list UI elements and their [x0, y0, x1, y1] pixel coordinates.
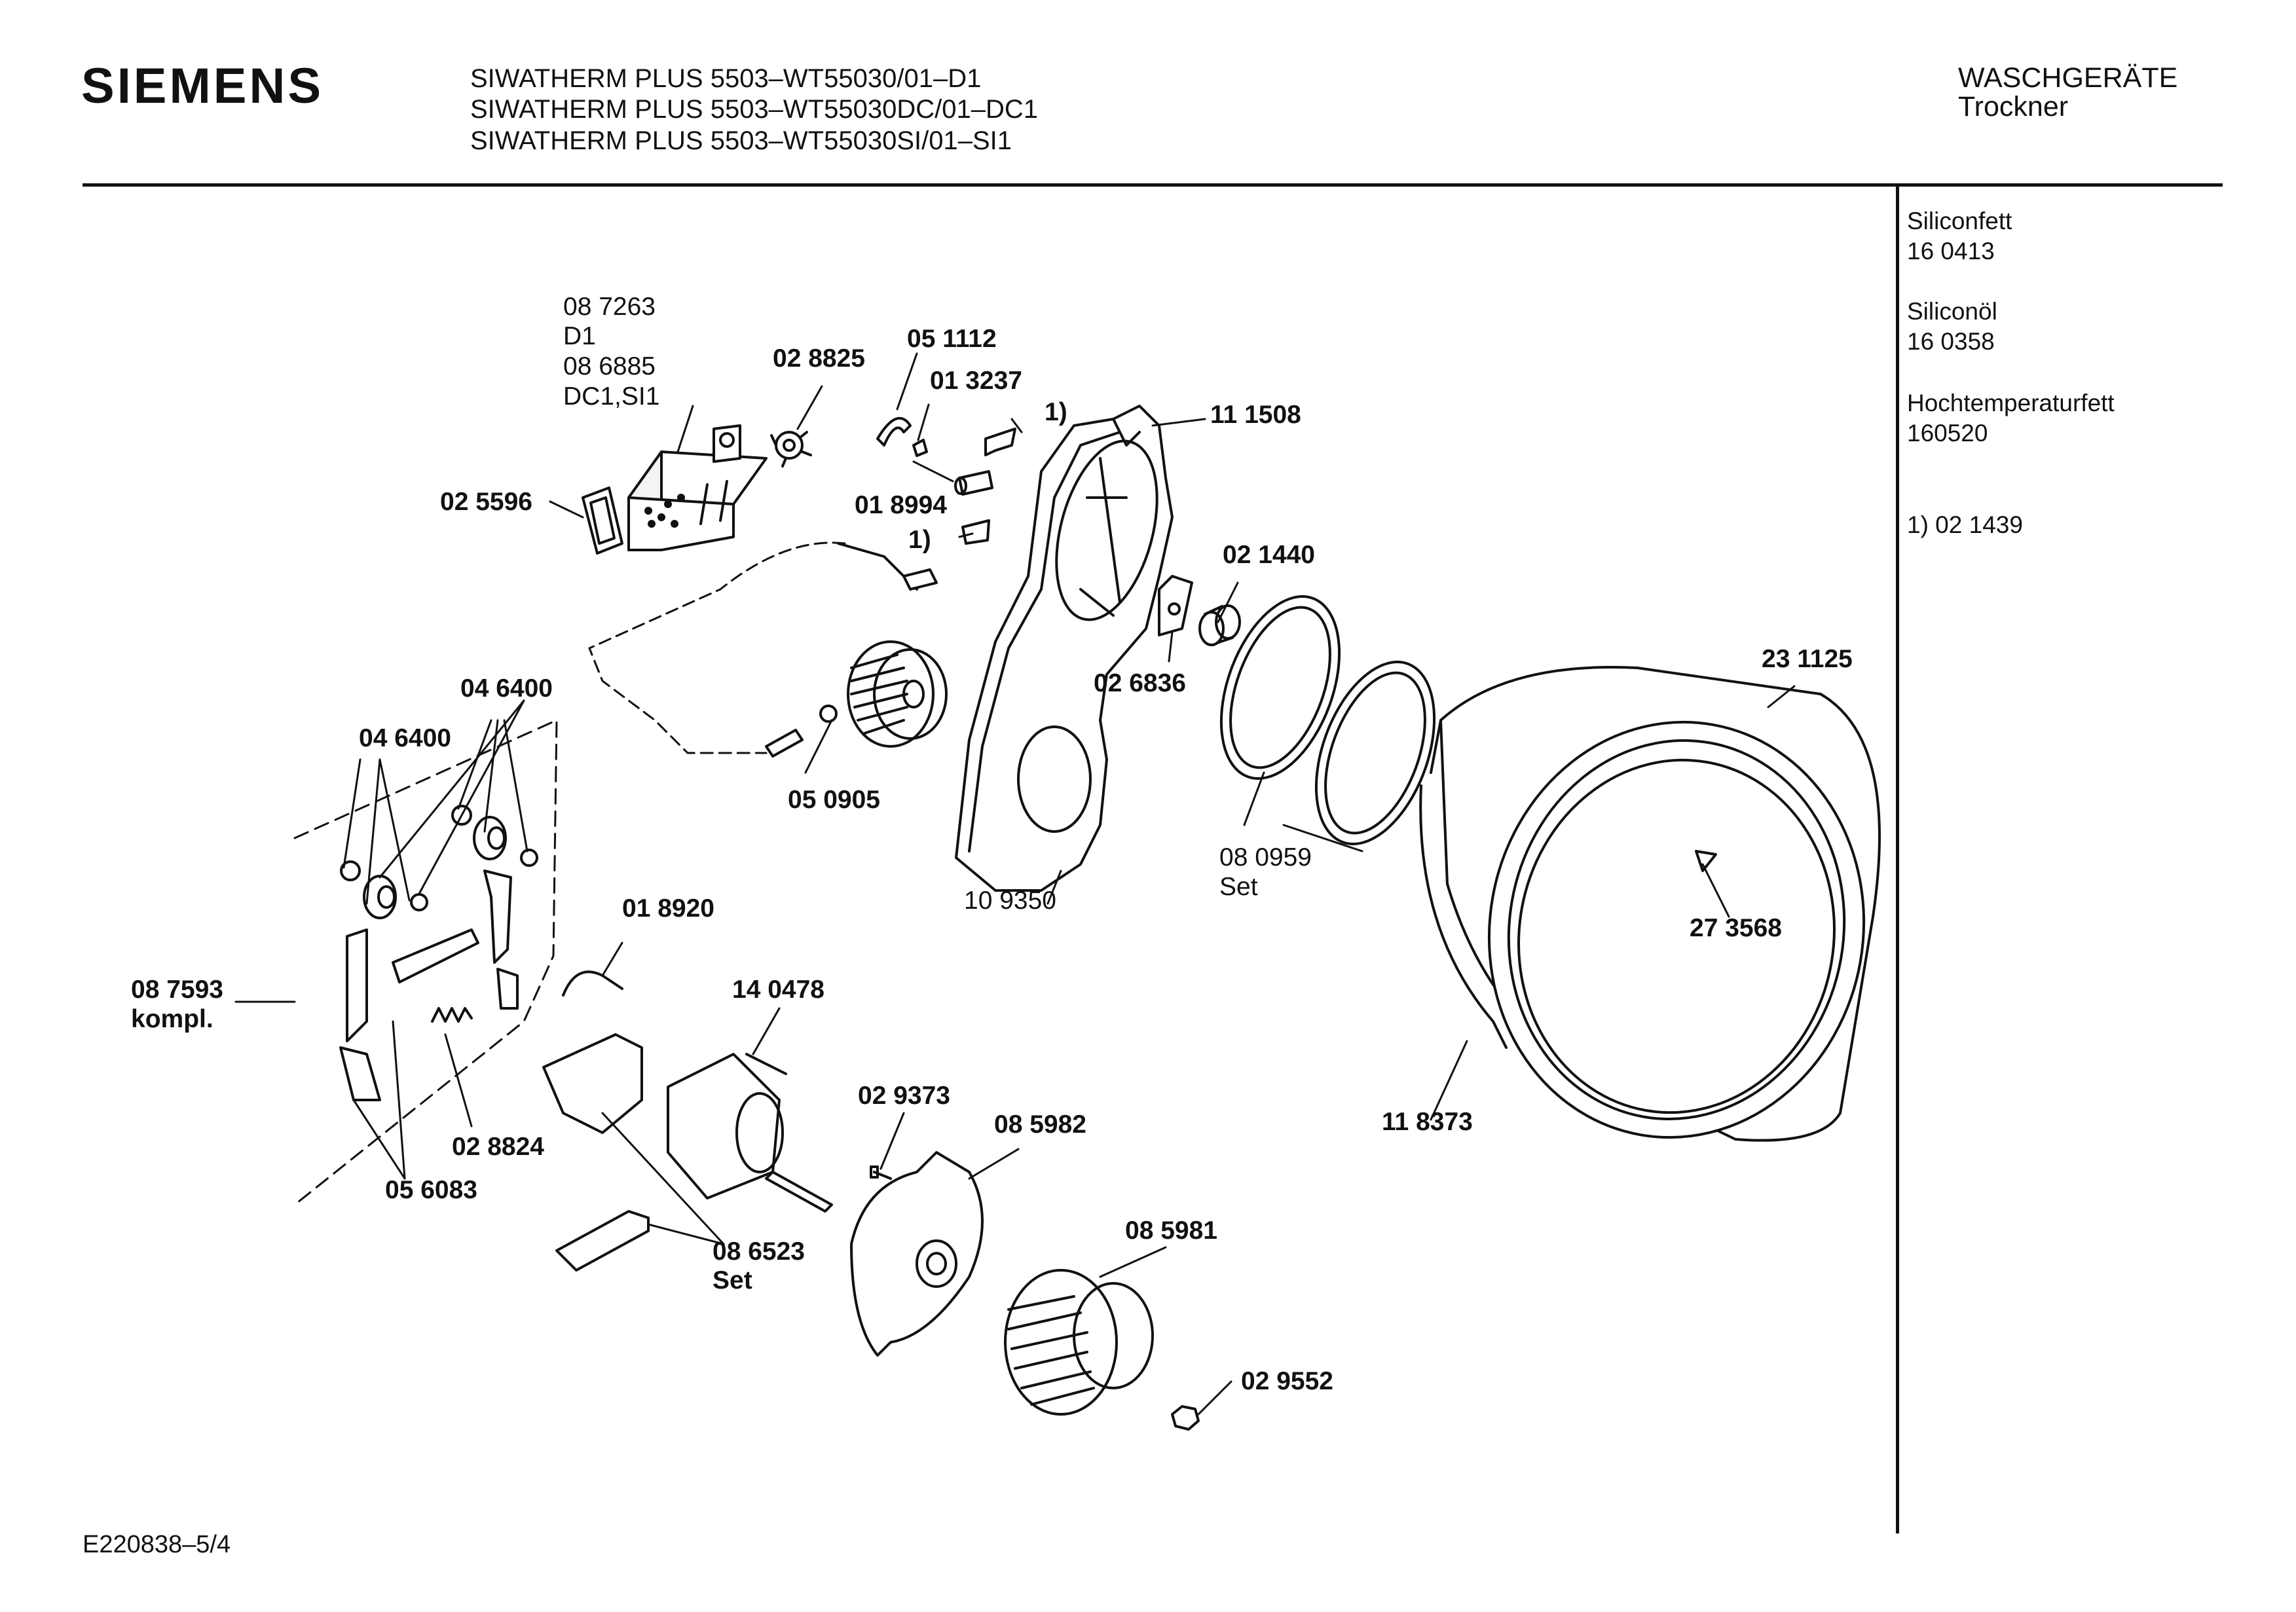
motor-bracket-part — [542, 1033, 643, 1134]
screw-part — [870, 1165, 892, 1180]
motor-part — [667, 1053, 833, 1213]
part-number: 05 1112 — [907, 325, 997, 353]
subcategory: Trockner — [1958, 91, 2069, 122]
part-number: 08 5981 — [1125, 1217, 1217, 1245]
fan-housing-part — [850, 1151, 984, 1357]
part-number: 08 5982 — [994, 1110, 1086, 1139]
blower-wheel-part — [1004, 1269, 1154, 1416]
lubricant-number: 16 0358 — [1907, 328, 1995, 355]
part-number: 08 6523 — [713, 1237, 805, 1266]
part-number: 02 9552 — [1241, 1367, 1333, 1395]
part-number: 27 3568 — [1690, 914, 1782, 942]
part-number: 08 7593 — [131, 976, 223, 1004]
lubricant-number: 160520 — [1907, 420, 1988, 447]
part-number: 02 1440 — [1223, 541, 1315, 569]
part-number: 02 8825 — [773, 344, 865, 373]
part-number: 05 0905 — [788, 786, 880, 814]
part-number: 02 5596 — [440, 488, 532, 516]
roller-part — [1198, 604, 1241, 646]
part-number: 04 6400 — [460, 674, 553, 703]
set-label: kompl. — [131, 1005, 213, 1033]
drum-part — [1419, 666, 1881, 1142]
lubricant-number: 16 0413 — [1907, 238, 1995, 265]
variant-label: DC1,SI1 — [563, 382, 660, 411]
sidebar-rule — [1896, 185, 1899, 1533]
part-number: 01 8994 — [855, 491, 947, 519]
part-number: 02 6836 — [1094, 669, 1186, 697]
connector-part — [770, 431, 812, 467]
model-title-1: SIWATHERM PLUS 5503–WT55030/01–D1 — [470, 64, 982, 93]
part-number: 08 6885 — [563, 352, 656, 380]
part-number: 04 6400 — [359, 724, 451, 752]
part-number: 01 3237 — [930, 367, 1022, 395]
set-label: Set — [1219, 873, 1258, 901]
tension-arm-part — [346, 928, 368, 1042]
bracket-part — [1158, 575, 1193, 636]
document-code: E220838–5/4 — [83, 1531, 231, 1558]
footnote-marker: 1) — [908, 526, 931, 554]
part-number: 10 9350 — [964, 887, 1056, 915]
part-number: 02 8824 — [452, 1133, 544, 1161]
heater-box-part — [627, 424, 768, 551]
part-number: 08 0959 — [1219, 843, 1312, 871]
part-number: 05 6083 — [385, 1176, 477, 1204]
gasket-part — [582, 486, 623, 555]
clip-part — [876, 416, 912, 447]
nut-part — [1171, 1405, 1200, 1431]
part-number: 08 7263 — [563, 293, 656, 321]
clamp-part — [562, 970, 623, 997]
category: WASCHGERÄTE — [1958, 62, 2178, 94]
part-number: 01 8920 — [622, 894, 714, 923]
lubricant-name: Hochtemperaturfett — [1907, 390, 2115, 416]
variant-label: D1 — [563, 322, 596, 350]
part-number: 11 1508 — [1210, 401, 1301, 429]
housing-part — [955, 405, 1174, 892]
part-number: 23 1125 — [1762, 645, 1853, 673]
part-number: 02 9373 — [858, 1082, 950, 1110]
header-rule — [83, 183, 2223, 187]
felt-ring-part — [1314, 661, 1436, 845]
model-title-2: SIWATHERM PLUS 5503–WT55030DC/01–DC1 — [470, 95, 1038, 124]
spring-part — [431, 1007, 473, 1023]
footnote-marker: 1) — [1045, 398, 1067, 426]
model-title-3: SIWATHERM PLUS 5503–WT55030SI/01–SI1 — [470, 126, 1012, 155]
part-number: 11 8373 — [1382, 1108, 1473, 1136]
tension-roller-part — [340, 805, 538, 919]
fan-wheel-part — [847, 640, 948, 748]
lubricant-name: Siliconfett — [1907, 208, 2012, 234]
footnote-part: 1) 02 1439 — [1907, 511, 2023, 538]
felt-ring-part — [1219, 595, 1341, 780]
brand-logo: SIEMENS — [81, 58, 324, 114]
set-label: Set — [713, 1266, 752, 1294]
lubricant-name: Siliconöl — [1907, 298, 1997, 325]
part-number: 14 0478 — [732, 976, 824, 1004]
